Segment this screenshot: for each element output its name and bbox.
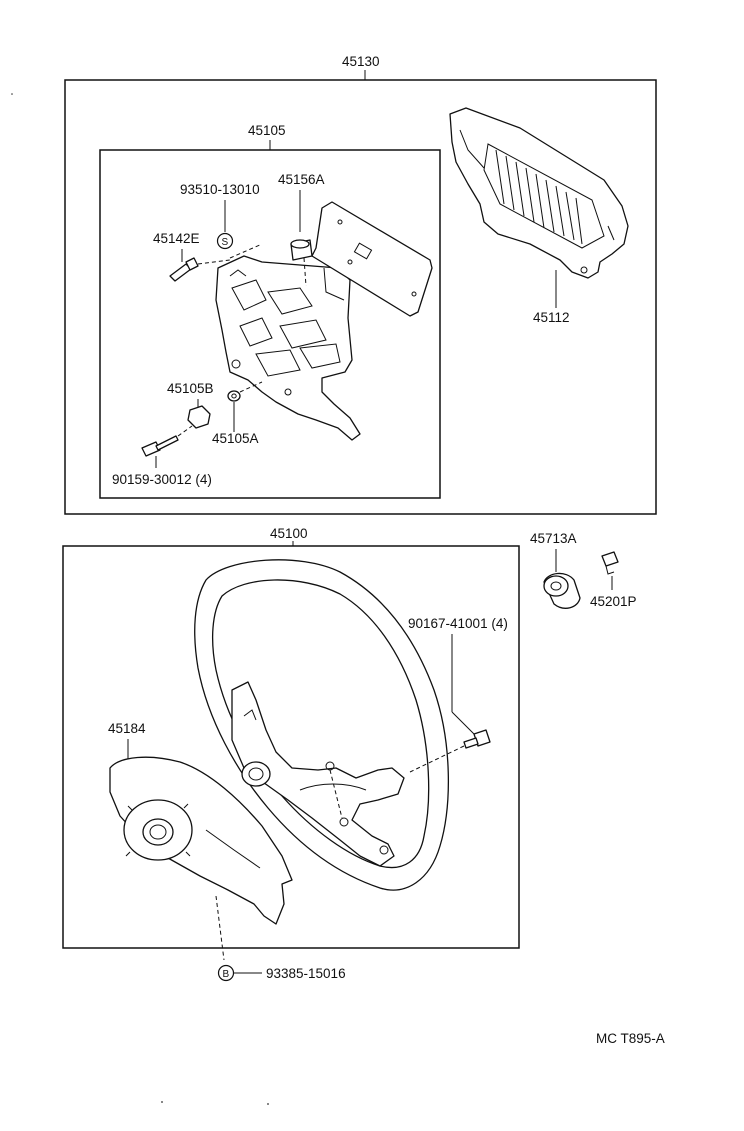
screw-45142E: [169, 257, 199, 282]
label-45105A: 45105A: [212, 431, 259, 446]
dash-wheel-center: [329, 769, 343, 819]
bolt-90159: [141, 435, 179, 457]
bracket-frame: [215, 255, 361, 441]
label-45100: 45100: [270, 526, 308, 541]
scan-speck: [11, 93, 13, 95]
label-45105: 45105: [248, 123, 286, 138]
mounting-plate: [311, 201, 433, 317]
frame-45100: [62, 545, 520, 949]
bolt-90167: [463, 729, 491, 749]
svg-text:B: B: [223, 969, 230, 980]
scan-speck: [161, 1101, 163, 1103]
washer-45105A: [227, 390, 241, 402]
label-45201P: 45201P: [590, 594, 637, 609]
horn-pad-45112: [449, 107, 629, 279]
lower-cover-45184: [109, 756, 293, 925]
dash-45142E: [197, 259, 231, 265]
label-45105B: 45105B: [167, 381, 214, 396]
label-90167-41001: 90167-41001 (4): [408, 616, 508, 631]
label-93510-13010: 93510-13010: [180, 182, 260, 197]
dash-90167: [409, 745, 465, 773]
label-93385-15016: 93385-15016: [266, 966, 346, 981]
dash-bracket-cap: [303, 257, 307, 287]
label-45130: 45130: [342, 54, 380, 69]
label-90159-30012: 90159-30012 (4): [112, 472, 212, 487]
footer-code: MC T895-A: [596, 1031, 665, 1046]
label-45112: 45112: [533, 310, 570, 325]
dash-bracket-s: [229, 243, 263, 259]
symbol-s-circle: S: [216, 232, 234, 250]
dash-45184: [215, 895, 225, 961]
label-45156A: 45156A: [278, 172, 325, 187]
scan-speck: [267, 1103, 269, 1105]
label-45142E: 45142E: [153, 231, 200, 246]
steering-wheel: [194, 559, 450, 891]
cap-45156A: [290, 239, 313, 261]
dash-90159: [177, 425, 193, 437]
frame-45130: [64, 79, 657, 515]
label-45184: 45184: [108, 721, 146, 736]
ring-45713A: [543, 572, 581, 609]
nut-45105B: [187, 405, 211, 429]
clip-45201P: [601, 551, 619, 575]
leader-90167-b: [451, 711, 475, 735]
svg-text:S: S: [222, 237, 229, 248]
symbol-b-circle: B: [217, 964, 235, 982]
label-45713A: 45713A: [530, 531, 577, 546]
